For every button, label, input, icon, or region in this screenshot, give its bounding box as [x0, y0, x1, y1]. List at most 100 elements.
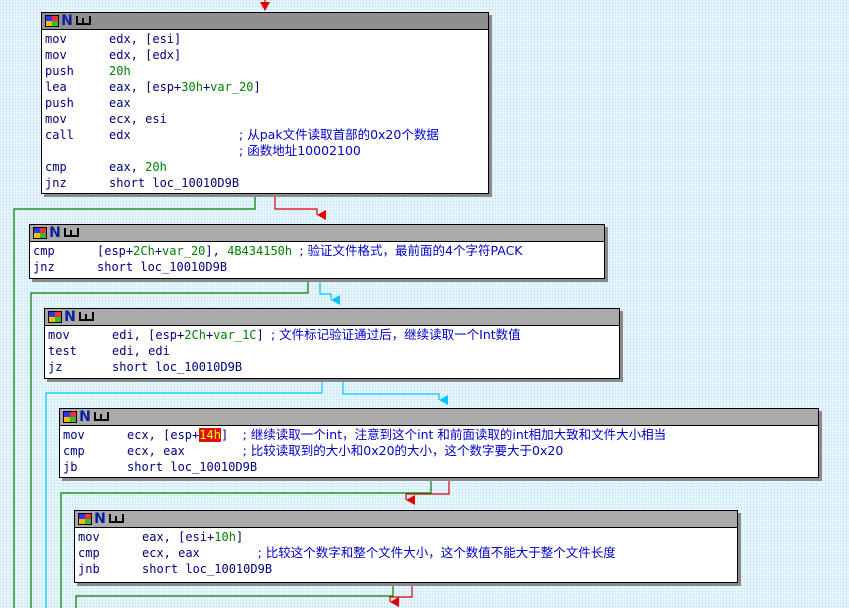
- comment: ; 文件标记验证通过后，继续读取一个Int数值: [270, 327, 521, 342]
- operand[interactable]: +: [205, 328, 214, 342]
- operand[interactable]: ecx, esi: [109, 112, 167, 126]
- code-line[interactable]: jnb short loc_10010D9B: [78, 561, 737, 577]
- highlighted-operand[interactable]: 14h: [199, 428, 221, 442]
- mnemonic: cmp: [63, 444, 85, 458]
- operand[interactable]: edx, [esi]: [109, 32, 182, 46]
- code-line[interactable]: jnz short loc_10010D9B: [45, 175, 488, 191]
- operand[interactable]: eax, [esi+: [142, 530, 215, 544]
- operand[interactable]: +: [154, 244, 163, 258]
- block-code: mov edi, [esp+2Ch+var_1C] ; 文件标记验证通过后，继续读…: [45, 326, 619, 377]
- mnemonic: mov: [48, 328, 70, 342]
- mnemonic: jnb: [78, 562, 100, 576]
- colored-grid-icon: [78, 513, 92, 525]
- edge-b4-exit: [60, 477, 432, 608]
- block-header[interactable]: N: [45, 309, 619, 326]
- mnemonic: mov: [78, 530, 100, 544]
- operand[interactable]: edi, [esp+: [112, 328, 185, 342]
- edge-b5-exit: [75, 582, 394, 608]
- block-header[interactable]: N: [60, 409, 818, 426]
- stack-variable[interactable]: var_20: [210, 80, 254, 94]
- block-code: cmp[esp+2Ch+var_20], 4B434150h ; 验证文件格式，…: [30, 242, 604, 277]
- mnemonic: test: [48, 344, 77, 358]
- mnemonic: jnz: [45, 176, 67, 190]
- colored-grid-icon: [63, 411, 77, 423]
- n-icon: N: [94, 511, 106, 527]
- operand[interactable]: short loc_10010D9B: [127, 460, 258, 474]
- operand[interactable]: [esp+: [97, 244, 134, 258]
- immediate-value[interactable]: 4B434150h: [227, 244, 293, 258]
- immediate-value[interactable]: 30h: [181, 80, 203, 94]
- comment: ; 函数地址10002100: [239, 143, 361, 158]
- immediate-value[interactable]: 2Ch: [184, 328, 206, 342]
- operand[interactable]: ]: [253, 80, 261, 94]
- operand[interactable]: edx: [109, 128, 240, 142]
- code-block-4[interactable]: N mov ecx, [esp+14h] ; 继续读取一个int，注意到这个int…: [59, 408, 819, 478]
- stack-variable[interactable]: var_1C: [213, 328, 257, 342]
- code-line[interactable]: mov edi, [esp+2Ch+var_1C] ; 文件标记验证通过后，继续读…: [48, 327, 619, 343]
- operand[interactable]: ]: [256, 328, 271, 342]
- operand[interactable]: short loc_10010D9B: [97, 260, 228, 274]
- code-line[interactable]: mov eax, [esi+10h]: [78, 529, 737, 545]
- operand[interactable]: ]: [235, 530, 244, 544]
- operand[interactable]: short loc_10010D9B: [109, 176, 240, 190]
- operand[interactable]: ecx, eax: [127, 444, 243, 458]
- code-block-2[interactable]: N cmp[esp+2Ch+var_20], 4B434150h ; 验证文件格…: [29, 224, 605, 279]
- operand[interactable]: eax, [esp+: [109, 80, 182, 94]
- n-icon: N: [79, 409, 91, 425]
- operand[interactable]: ],: [205, 244, 228, 258]
- comment: ; 从pak文件读取首部的0x20个数据: [239, 127, 439, 142]
- code-line[interactable]: push 20h: [45, 63, 488, 79]
- code-line[interactable]: test edi, edi: [48, 343, 619, 359]
- immediate-value[interactable]: 2Ch: [133, 244, 155, 258]
- operand[interactable]: short loc_10010D9B: [142, 562, 273, 576]
- operand[interactable]: eax: [109, 96, 131, 110]
- immediate-value[interactable]: 10h: [214, 530, 236, 544]
- immediate-value[interactable]: 20h: [145, 160, 167, 174]
- comment: ; 继续读取一个int，注意到这个int 和前面读取的int相加大致和文件大小相…: [242, 427, 667, 442]
- operand[interactable]: +: [202, 80, 211, 94]
- immediate-value[interactable]: 20h: [109, 64, 131, 78]
- operand[interactable]: ]: [220, 428, 243, 442]
- code-line[interactable]: mov ecx, [esp+14h] ; 继续读取一个int，注意到这个int 和…: [63, 427, 818, 443]
- edge-b5-next: [389, 582, 413, 607]
- operand[interactable]: eax,: [109, 160, 146, 174]
- stack-variable[interactable]: var_20: [162, 244, 206, 258]
- block-header[interactable]: N: [75, 511, 737, 528]
- operand[interactable]: [109, 144, 239, 158]
- code-block-3[interactable]: N mov edi, [esp+2Ch+var_1C] ; 文件标记验证通过后，继…: [44, 308, 620, 379]
- graph-icon: [78, 311, 96, 323]
- code-line[interactable]: ; 函数地址10002100: [45, 143, 488, 159]
- block-code: mov ecx, [esp+14h] ; 继续读取一个int，注意到这个int 和…: [60, 426, 818, 477]
- colored-grid-icon: [48, 311, 62, 323]
- code-line[interactable]: cmp[esp+2Ch+var_20], 4B434150h ; 验证文件格式，…: [33, 243, 604, 259]
- block-header[interactable]: N: [42, 13, 488, 30]
- operand[interactable]: ecx, [esp+: [127, 428, 200, 442]
- operand[interactable]: edx, [edx]: [109, 48, 182, 62]
- mnemonic: cmp: [78, 546, 100, 560]
- operand[interactable]: edi, edi: [112, 344, 170, 358]
- block-header[interactable]: N: [30, 225, 604, 242]
- edge-b2-exit: [30, 278, 309, 608]
- operand[interactable]: short loc_10010D9B: [112, 360, 243, 374]
- mnemonic: push: [45, 64, 74, 78]
- mnemonic: mov: [63, 428, 85, 442]
- n-icon: N: [49, 225, 61, 241]
- operand[interactable]: ecx, eax: [142, 546, 258, 560]
